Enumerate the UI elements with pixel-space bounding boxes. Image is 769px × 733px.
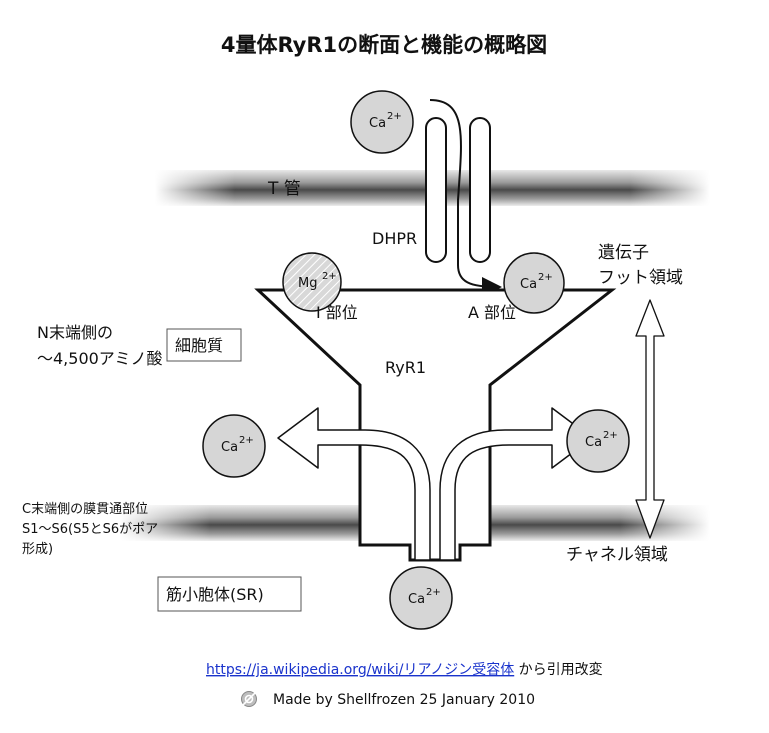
no-copyright-icon	[241, 691, 257, 707]
ca-symbol: Ca	[408, 592, 425, 607]
region-span-arrow	[635, 299, 665, 539]
ca-charge: 2+	[603, 430, 618, 441]
dhpr-channel	[425, 117, 491, 263]
cytoplasm-label: 細胞質	[175, 336, 223, 355]
foot-region-label-line1: 遺伝子	[598, 243, 649, 263]
ca-influx-arrow	[429, 99, 502, 297]
t-tubule-label: T 管	[267, 179, 301, 199]
sr-box: 筋小胞体(SR)	[157, 576, 302, 612]
left-efflux-arrow	[277, 407, 431, 561]
ca-symbol: Ca	[520, 277, 537, 292]
ca-symbol: Ca	[369, 116, 386, 131]
ca-charge: 2+	[387, 111, 402, 122]
ca-ion-bottom: Ca 2+	[389, 566, 453, 630]
n-term-label-line1: N末端側の	[37, 323, 113, 342]
mg-charge: 2+	[322, 271, 337, 282]
ca-ion-a-site: Ca 2+	[503, 252, 565, 314]
source-link[interactable]: https://ja.wikipedia.org/wiki/リアノジン受容体	[206, 661, 514, 678]
ryr1-label: RyR1	[385, 358, 426, 377]
channel-region-label: チャネル領域	[566, 545, 668, 565]
site-a-label: A 部位	[468, 303, 516, 322]
footer-source: https://ja.wikipedia.org/wiki/リアノジン受容体 か…	[206, 661, 603, 678]
site-i-label: I 部位	[316, 303, 358, 322]
ca-ion-right: Ca 2+	[566, 409, 630, 473]
c-term-label-line2: S1〜S6(S5とS6がポア	[22, 522, 158, 537]
c-term-label-line1: C末端側の膜貫通部位	[22, 502, 148, 517]
ca-symbol: Ca	[221, 440, 238, 455]
dhpr-label: DHPR	[372, 229, 417, 248]
ryr1-funnel	[254, 288, 617, 562]
page-title: 4量体RyR1の断面と機能の概略図	[221, 33, 547, 57]
right-efflux-arrow	[439, 407, 593, 561]
foot-region-label-line2: フット領域	[598, 268, 683, 288]
ca-charge: 2+	[538, 272, 553, 283]
source-suffix: から引用改変	[514, 661, 602, 678]
mg-ion: Mg 2+	[282, 252, 342, 312]
c-term-label-line3: 形成)	[22, 542, 53, 557]
sr-label: 筋小胞体(SR)	[166, 585, 264, 604]
ca-ion-top: Ca 2+	[350, 90, 414, 154]
credit-text: Made by Shellfrozen 25 January 2010	[273, 692, 535, 708]
ca-symbol: Ca	[585, 435, 602, 450]
cytoplasm-box: 細胞質	[166, 328, 242, 362]
ca-charge: 2+	[239, 435, 254, 446]
mg-symbol: Mg	[298, 276, 317, 291]
ca-ion-left: Ca 2+	[202, 414, 266, 478]
ca-charge: 2+	[426, 587, 441, 598]
n-term-label-line2: 〜4,500アミノ酸	[37, 349, 163, 368]
